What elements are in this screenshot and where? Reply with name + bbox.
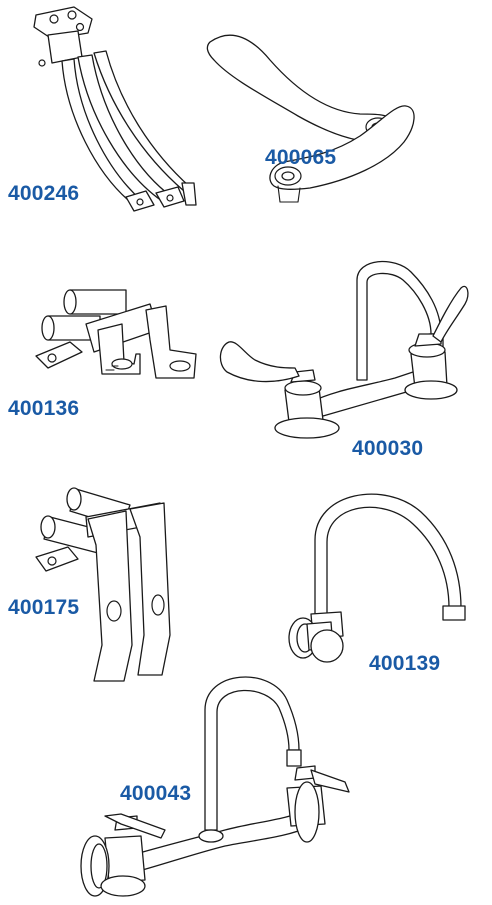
part-number-400065: 400065 <box>265 146 337 169</box>
part-number-400246: 400246 <box>8 182 80 205</box>
pedal-bracket-drawing <box>22 5 197 215</box>
deck-mount-faucet-drawing <box>215 260 470 445</box>
knee-valve-long-paddle-drawing <box>30 485 190 690</box>
wrist-blade-handles-drawing <box>200 30 420 215</box>
wall-mount-faucet-drawing <box>75 670 370 900</box>
wall-gooseneck-spout-drawing <box>285 490 485 670</box>
part-number-400175: 400175 <box>8 596 80 619</box>
knee-valve-drawing <box>30 270 200 390</box>
part-number-400139: 400139 <box>369 652 441 675</box>
part-number-400043: 400043 <box>120 782 192 805</box>
part-number-400136: 400136 <box>8 397 80 420</box>
part-number-400030: 400030 <box>352 437 424 460</box>
